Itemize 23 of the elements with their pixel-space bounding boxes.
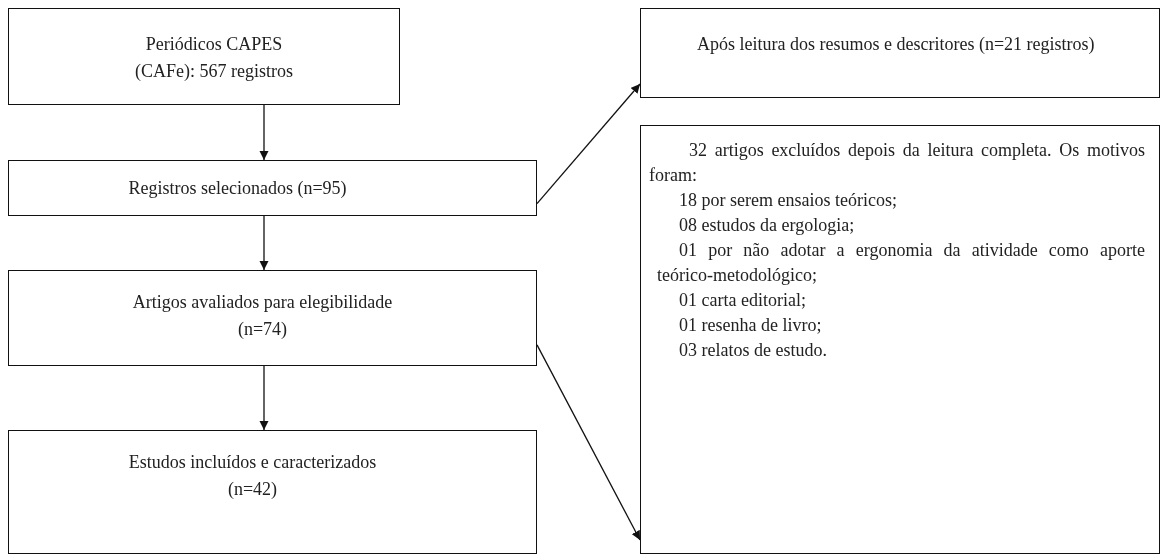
box-text: Artigos avaliados para elegibilidade (n=74) — [131, 291, 394, 341]
arrow — [259, 365, 269, 431]
box-text: 03 relatos de estudo. — [678, 339, 828, 362]
arrow — [259, 215, 269, 271]
process-box — [640, 125, 1160, 554]
box-text: 18 por serem ensaios teóricos; — [678, 189, 898, 212]
process-box — [640, 8, 1160, 98]
process-box — [8, 160, 537, 216]
process-box — [8, 8, 400, 105]
arrow — [259, 104, 269, 161]
box-text: Estudos incluídos e caracterizados (n=42) — [127, 451, 378, 501]
box-text: 01 por não adotar a ergonomia da atividade como aporte teórico-metodológico; — [656, 239, 1145, 287]
box-text: Periódicos CAPES (CAFe): 567 registros — [134, 33, 294, 83]
process-box — [8, 270, 537, 366]
process-box — [8, 430, 537, 554]
box-text: 01 carta editorial; — [678, 289, 807, 312]
arrow — [536, 344, 641, 541]
box-text: 32 artigos excluídos depois da leitura completa. Os motivos foram: — [649, 139, 1145, 187]
arrow — [536, 83, 641, 205]
box-text: Registros selecionados (n=95) — [127, 177, 348, 200]
box-text: 01 resenha de livro; — [678, 314, 823, 337]
box-text: Após leitura dos resumos e descritores (n=21 registros) — [696, 33, 1096, 56]
box-text: 08 estudos da ergologia; — [678, 214, 856, 237]
